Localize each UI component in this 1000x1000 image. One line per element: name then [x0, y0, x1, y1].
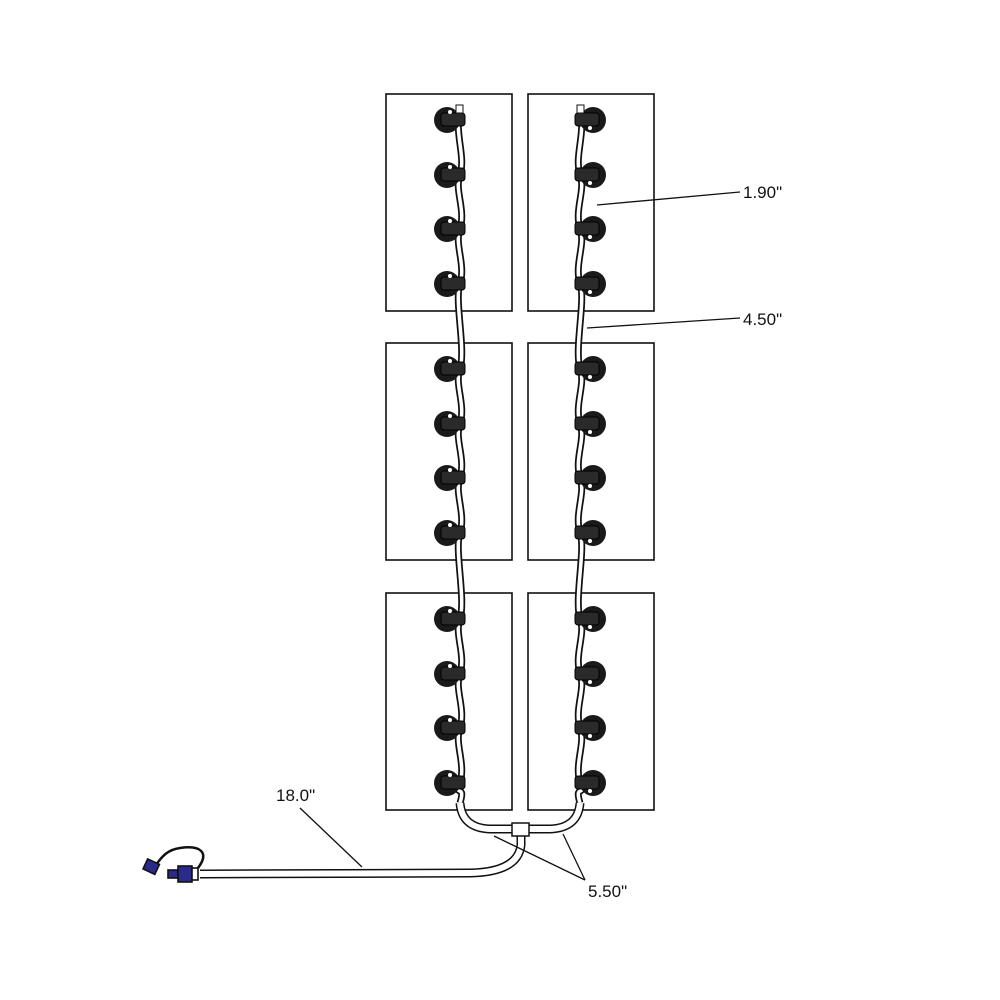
bulb-clip: [574, 666, 600, 681]
bulb-clip: [440, 361, 466, 376]
bulb-hole: [588, 484, 592, 488]
bulb-clip: [440, 221, 466, 236]
t-splitter: [511, 822, 530, 837]
bulb-clip: [574, 276, 600, 291]
bulb-hole: [588, 539, 592, 543]
light-bulb: [574, 770, 606, 796]
light-bulb: [434, 520, 466, 546]
dim-split-cable-label: 5.50": [588, 882, 627, 901]
bulb-clip: [574, 720, 600, 735]
bulb-clip: [440, 416, 466, 431]
connector-plug: [167, 869, 179, 879]
bulb-hole: [448, 165, 452, 169]
light-bulb: [574, 216, 606, 242]
bulb-hole: [588, 625, 592, 629]
connector-collar: [191, 867, 199, 881]
bulb-clip: [440, 276, 466, 291]
light-bulb: [574, 107, 606, 133]
bulb-clip: [440, 666, 466, 681]
light-bulb: [434, 271, 466, 297]
dim-panel-gap-label: 4.50": [743, 310, 782, 329]
leader-line: [586, 317, 741, 329]
bulb-hole: [588, 290, 592, 294]
connector-cap: [141, 857, 161, 876]
bulb-clip: [440, 167, 466, 182]
bulb-hole: [448, 664, 452, 668]
bulb-clip: [574, 525, 600, 540]
bulb-hole: [448, 414, 452, 418]
bulb-hole: [588, 235, 592, 239]
bulb-hole: [448, 219, 452, 223]
bulb-clip: [440, 112, 466, 127]
connector-strap: [154, 846, 205, 869]
cable-core: [199, 829, 524, 877]
bulb-hole: [588, 789, 592, 793]
light-bulb: [434, 162, 466, 188]
dim-light-spacing-label: 1.90": [743, 183, 782, 202]
light-bulb: [574, 271, 606, 297]
bulb-hole: [588, 734, 592, 738]
bulb-hole: [448, 274, 452, 278]
bulb-hole: [588, 126, 592, 130]
bulb-clip: [440, 470, 466, 485]
bulb-hole: [448, 609, 452, 613]
light-bulb: [574, 356, 606, 382]
light-bulb: [574, 520, 606, 546]
bulb-hole: [588, 680, 592, 684]
leader-line: [596, 191, 741, 206]
bulb-hole: [588, 181, 592, 185]
dim-lead-cable-label: 18.0": [276, 786, 315, 805]
bulb-clip: [440, 611, 466, 626]
end-cap: [576, 104, 585, 114]
end-cap: [455, 104, 464, 114]
bulb-hole: [448, 773, 452, 777]
connector-body: [177, 865, 193, 883]
leader-line: [493, 835, 586, 881]
bulb-clip: [574, 470, 600, 485]
light-bulb: [434, 216, 466, 242]
light-bulb: [434, 606, 466, 632]
light-bulb: [574, 465, 606, 491]
bulb-clip: [440, 720, 466, 735]
light-bulb: [574, 661, 606, 687]
light-bulb: [574, 162, 606, 188]
leader-line: [562, 833, 586, 881]
bulb-clip: [440, 775, 466, 790]
bulb-hole: [588, 375, 592, 379]
bulb-clip: [574, 167, 600, 182]
cable-outline: [199, 829, 526, 879]
light-bulb: [574, 606, 606, 632]
light-bulb: [434, 715, 466, 741]
bulb-hole: [448, 523, 452, 527]
bulb-clip: [574, 611, 600, 626]
light-bulb: [574, 411, 606, 437]
light-bulb: [434, 465, 466, 491]
bulb-hole: [448, 359, 452, 363]
bulb-clip: [574, 775, 600, 790]
light-bulb: [574, 715, 606, 741]
light-bulb: [434, 356, 466, 382]
light-bulb: [434, 107, 466, 133]
bulb-hole: [588, 430, 592, 434]
bulb-clip: [574, 112, 600, 127]
light-bulb: [434, 661, 466, 687]
light-bulb: [434, 770, 466, 796]
bulb-hole: [448, 718, 452, 722]
bulb-hole: [448, 468, 452, 472]
bulb-clip: [574, 221, 600, 236]
bulb-clip: [574, 416, 600, 431]
bulb-clip: [440, 525, 466, 540]
bulb-hole: [448, 110, 452, 114]
bulb-clip: [574, 361, 600, 376]
leader-line: [299, 807, 363, 868]
light-bulb: [434, 411, 466, 437]
